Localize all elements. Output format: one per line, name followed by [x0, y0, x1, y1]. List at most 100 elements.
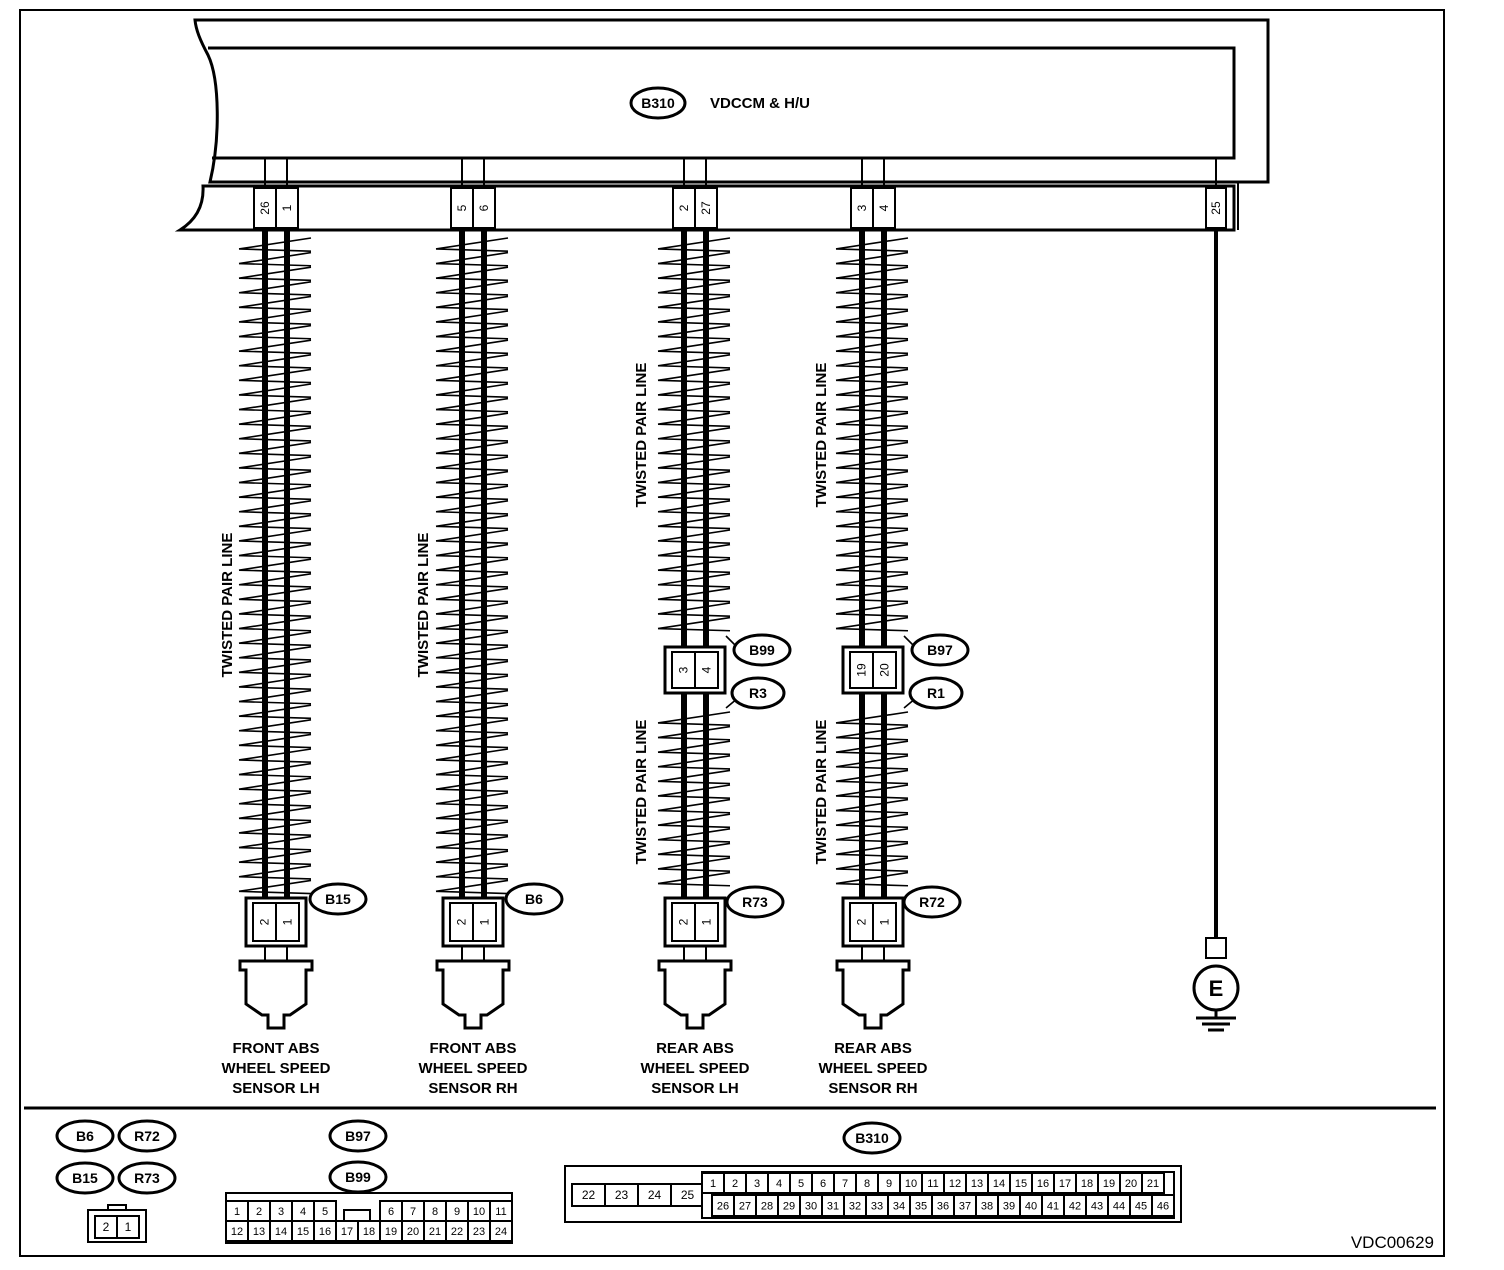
legend-badge-label: B15	[72, 1170, 98, 1186]
legend-large-pin: 28	[761, 1201, 773, 1213]
module-terminal-6: 6	[477, 204, 491, 211]
joint-lower-badge: R1	[908, 676, 964, 710]
legend-badge-label: R72	[134, 1128, 160, 1144]
sensor-pin: 1	[700, 918, 714, 925]
sensor-name-line: WHEEL SPEED	[641, 1060, 750, 1077]
sensor-name-line: FRONT ABS	[233, 1040, 320, 1057]
sensor-name-line: SENSOR LH	[651, 1080, 739, 1097]
twisted-pair-label: TWISTED PAIR LINE	[813, 363, 830, 508]
sensor-name-line: SENSOR LH	[232, 1080, 320, 1097]
legend-large-pin: 3	[754, 1178, 760, 1190]
joint-lower-badge-outline	[730, 676, 786, 710]
ground-circuit: E	[1192, 230, 1240, 1032]
legend-large-pin: 7	[842, 1178, 848, 1190]
legend-medium-pin: 12	[231, 1226, 243, 1238]
legend-large-pin: 2	[732, 1178, 738, 1190]
legend-large-pin: 46	[1157, 1201, 1169, 1213]
joint-upper-badge-outline	[732, 633, 792, 667]
joint-pin: 4	[700, 666, 714, 673]
legend-medium-pin: 4	[300, 1206, 306, 1218]
wheel-speed-sensor-icon	[835, 959, 911, 1030]
sensor-connector-badge-label: R72	[919, 894, 945, 910]
module-terminal-3: 3	[855, 204, 869, 211]
legend-badge: B6	[55, 1119, 115, 1153]
legend-badge-outline	[55, 1161, 115, 1195]
wheel-speed-sensor-icon	[238, 959, 314, 1030]
legend-badge: R73	[117, 1161, 177, 1195]
sensor-pin-cell	[472, 902, 497, 942]
legend-large-pin-cell	[1141, 1172, 1165, 1194]
legend-medium-pin: 21	[429, 1226, 441, 1238]
legend-large-pin: 15	[1015, 1178, 1027, 1190]
legend-medium-pin: 24	[495, 1226, 507, 1238]
joint-upper-badge: B99	[732, 633, 792, 667]
legend-medium-pin: 5	[322, 1206, 328, 1218]
legend-large-pin: 14	[993, 1178, 1005, 1190]
legend-badge-outline	[842, 1121, 902, 1155]
sensor-name-line: REAR ABS	[656, 1040, 734, 1057]
legend-badge-label: R73	[134, 1170, 160, 1186]
sensor-name-line: WHEEL SPEED	[222, 1060, 331, 1077]
sensor-pin-cell	[275, 902, 300, 942]
module-terminal-5: 5	[455, 204, 469, 211]
legend-medium-pin: 14	[275, 1226, 287, 1238]
diagram-frame	[19, 9, 1445, 1257]
legend-medium-pin: 17	[341, 1226, 353, 1238]
legend-large-pin: 5	[798, 1178, 804, 1190]
module-terminal-25: 25	[1209, 201, 1223, 215]
legend-badge: B99	[328, 1160, 388, 1194]
sensor-name-line: WHEEL SPEED	[819, 1060, 928, 1077]
sensor-pin: 2	[855, 918, 869, 925]
legend-medium-pin: 2	[256, 1206, 262, 1218]
legend-badge: B97	[328, 1119, 388, 1153]
legend-large-pin: 24	[648, 1188, 662, 1202]
legend-large-pin: 8	[864, 1178, 870, 1190]
legend-large-pin: 35	[915, 1201, 927, 1213]
sensor-pin: 2	[455, 918, 469, 925]
sensor-connector-badge-label: B15	[325, 891, 351, 907]
legend-badge-label: B310	[855, 1130, 889, 1146]
sensor-pin: 1	[478, 918, 492, 925]
sensor-name-line: SENSOR RH	[828, 1080, 917, 1097]
legend-large-pin: 37	[959, 1201, 971, 1213]
legend-large-pin: 17	[1059, 1178, 1071, 1190]
legend-large-pin: 30	[805, 1201, 817, 1213]
module-connector-label: B310	[641, 95, 675, 111]
twisted-pair-coil	[657, 711, 731, 887]
module-terminal-1: 1	[280, 204, 294, 211]
sensor-connector-badge: R72	[902, 885, 962, 919]
legend-large-pin: 34	[893, 1201, 905, 1213]
sensor-connector-badge-label: R73	[742, 894, 768, 910]
sensor-pin: 1	[878, 918, 892, 925]
legend-medium-pin: 10	[473, 1206, 485, 1218]
legend-large-pin: 16	[1037, 1178, 1049, 1190]
legend-large-pin: 44	[1113, 1201, 1125, 1213]
joint-pin: 20	[878, 663, 892, 677]
joint-lower-badge-label: R1	[927, 685, 945, 701]
joint-upper-badge-outline	[910, 633, 970, 667]
joint-lower-badge: R3	[730, 676, 786, 710]
legend-large-pin: 41	[1047, 1201, 1059, 1213]
twisted-pair-coil	[835, 711, 909, 887]
legend-large-pin-cell	[1151, 1194, 1175, 1217]
legend-medium-pin: 22	[451, 1226, 463, 1238]
sensor-connector-badge-label: B6	[525, 891, 543, 907]
sensor-name-line: FRONT ABS	[430, 1040, 517, 1057]
legend-medium-pin: 23	[473, 1226, 485, 1238]
legend-large-pin: 38	[981, 1201, 993, 1213]
joint-upper-badge-label: B99	[749, 642, 775, 658]
joint-upper-badge: B97	[910, 633, 970, 667]
twisted-pair-label: TWISTED PAIR LINE	[813, 720, 830, 865]
legend-large-pin: 13	[971, 1178, 983, 1190]
legend-badge-label: B6	[76, 1128, 94, 1144]
legend-medium-pin: 9	[454, 1206, 460, 1218]
legend-large-pin: 42	[1069, 1201, 1081, 1213]
joint-pin: 3	[677, 666, 691, 673]
module-terminal-4: 4	[877, 204, 891, 211]
sensor-name-line: WHEEL SPEED	[419, 1060, 528, 1077]
module-inner	[208, 46, 1236, 160]
